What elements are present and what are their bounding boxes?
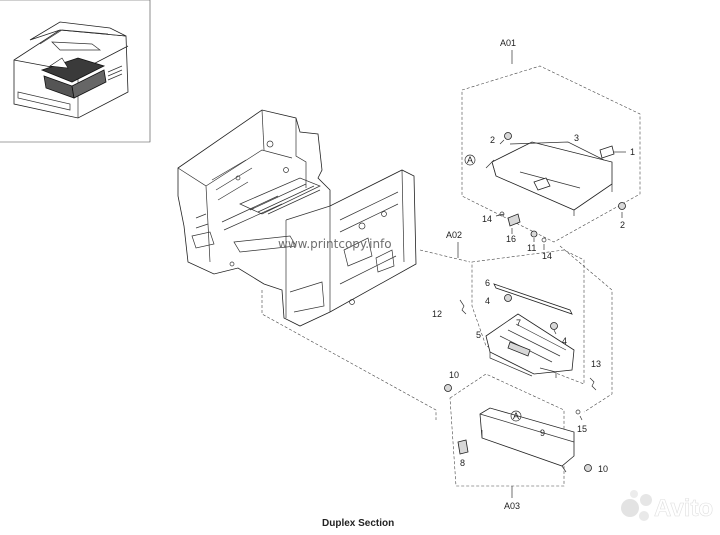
group-label-a03: A03	[504, 501, 520, 511]
logo-dot-purple	[640, 494, 652, 506]
part-label-4-left: 4	[485, 296, 490, 306]
part-label-10-right: 10	[598, 464, 608, 474]
callout-a-top: A	[467, 155, 473, 165]
part-label-3: 3	[574, 133, 579, 143]
part-label-6: 6	[485, 278, 490, 288]
logo-dot-green	[630, 490, 638, 498]
part-label-4-right: 4	[562, 336, 567, 346]
part-label-5: 5	[476, 330, 481, 340]
watermark-url: www.printcopy.info	[278, 237, 392, 251]
part-label-14-upper: 14	[482, 214, 492, 224]
assembly-a03	[444, 373, 592, 498]
part-label-13: 13	[591, 359, 601, 369]
part-label-14-lower: 14	[542, 251, 552, 261]
assembly-a02: A02	[446, 230, 597, 391]
avito-logo: Avito	[621, 490, 713, 522]
callout-a-bottom: A	[513, 411, 519, 421]
printer-chassis	[177, 109, 417, 327]
part-label-8: 8	[460, 458, 465, 468]
diagram-caption: Duplex Section	[322, 518, 394, 529]
part-label-11: 11	[527, 243, 536, 253]
part-label-12: 12	[432, 309, 442, 319]
assembly-a01: A01 A	[461, 38, 641, 250]
part-label-16: 16	[506, 234, 516, 244]
part-label-10-left: 10	[449, 370, 459, 380]
logo-dot-blue	[621, 499, 639, 517]
group-label-a01: A01	[500, 38, 516, 48]
group-label-a02: A02	[446, 230, 462, 240]
printer-thumbnail	[0, 0, 151, 143]
logo-text: Avito	[654, 495, 713, 522]
part-label-1: 1	[630, 147, 635, 157]
part-label-9: 9	[540, 428, 545, 438]
part-label-2-lower: 2	[620, 220, 625, 230]
leader-lines	[261, 245, 613, 420]
part-label-7: 7	[516, 318, 521, 328]
part-label-2-upper: 2	[490, 135, 495, 145]
logo-dot-red	[639, 511, 649, 521]
part-label-15: 15	[577, 424, 587, 434]
